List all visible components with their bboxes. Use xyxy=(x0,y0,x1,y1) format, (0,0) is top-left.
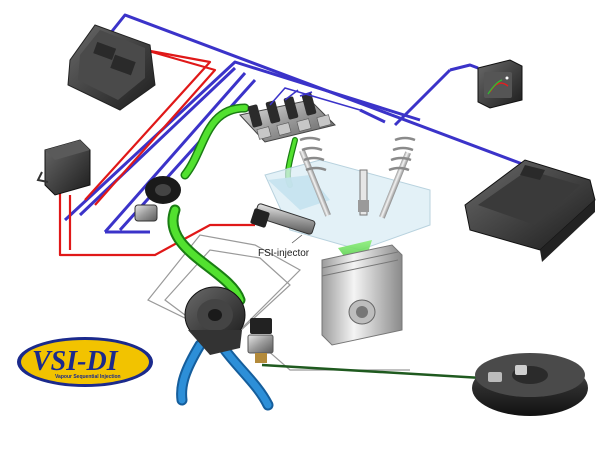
vaporizer xyxy=(184,286,246,355)
relay-box xyxy=(36,139,91,196)
piston xyxy=(321,244,403,346)
svg-text:VSI-DI: VSI-DI xyxy=(32,346,119,377)
fsi-injector-leader xyxy=(291,234,303,244)
spark-plug xyxy=(358,169,369,216)
lpg-tank xyxy=(472,353,588,416)
petrol-ecu xyxy=(464,159,596,262)
fsi-injector xyxy=(250,203,316,235)
power-wires xyxy=(58,48,255,257)
intake-valve xyxy=(299,136,331,217)
rail-wires xyxy=(269,87,361,111)
tank-pipe xyxy=(261,363,483,380)
gas-ecu-module xyxy=(67,24,156,111)
svg-text:Vapour Sequential Injection: Vapour Sequential Injection xyxy=(55,374,121,380)
vsi-di-logo: VSI-DI Vapour Sequential Injection xyxy=(17,337,153,387)
pressure-sensor xyxy=(134,176,181,222)
fsi-injector-label: FSI-injector xyxy=(258,248,310,259)
cylinder-head xyxy=(264,159,431,251)
injector-rail xyxy=(239,92,336,143)
fuel-switch xyxy=(477,59,523,109)
solenoid-valve xyxy=(247,318,274,363)
exhaust-valve xyxy=(379,136,416,219)
coolant-hoses xyxy=(176,339,274,411)
